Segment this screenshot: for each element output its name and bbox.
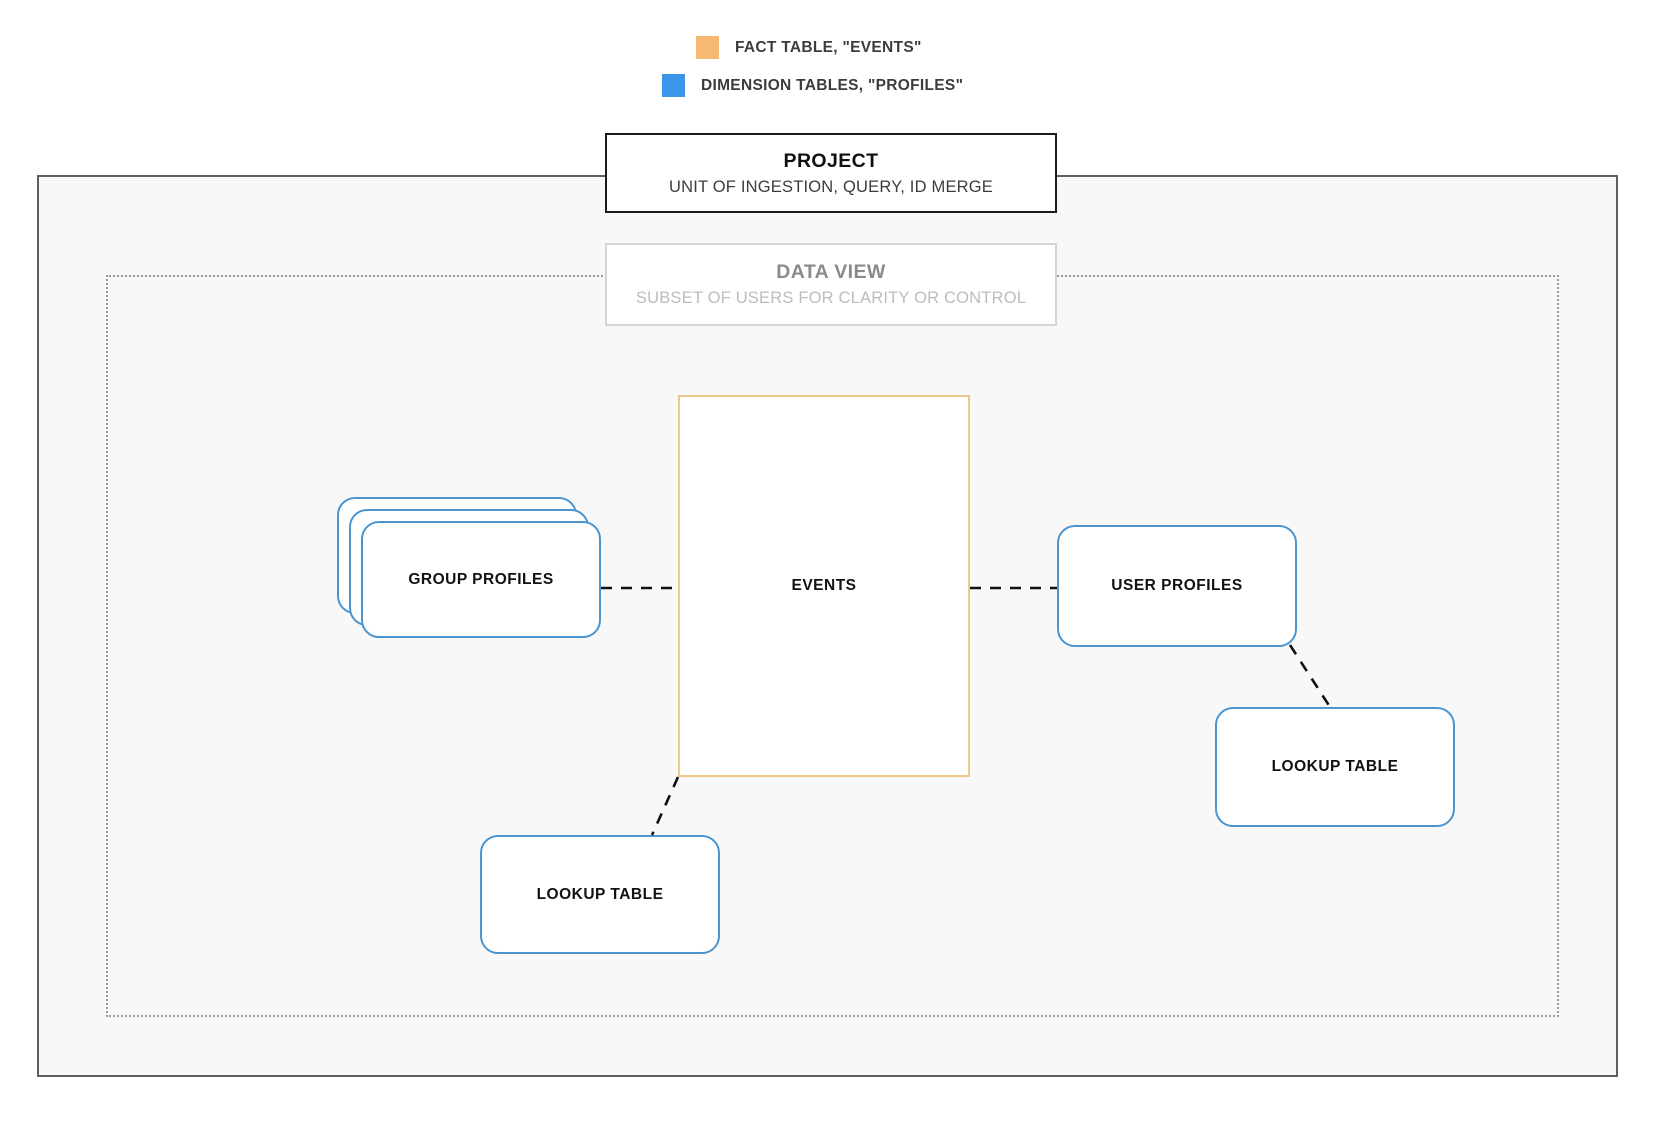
- node-events-label: EVENTS: [791, 577, 857, 594]
- node-user-profiles-label: USER PROFILES: [1111, 577, 1243, 594]
- node-group-profiles-label: GROUP PROFILES: [408, 570, 554, 588]
- legend-item-dimension-tables: DIMENSION TABLES, "PROFILES": [662, 74, 963, 97]
- data-view-title-card: DATA VIEW SUBSET OF USERS FOR CLARITY OR…: [605, 243, 1057, 326]
- orange-square-swatch-icon: [696, 36, 719, 59]
- data-view-subtitle: SUBSET OF USERS FOR CLARITY OR CONTROL: [635, 289, 1027, 307]
- data-view-title: DATA VIEW: [776, 261, 886, 283]
- node-group-profiles[interactable]: GROUP PROFILES: [337, 497, 605, 642]
- node-lookup-table-left[interactable]: LOOKUP TABLE: [480, 835, 720, 954]
- node-lookup-table-right[interactable]: LOOKUP TABLE: [1215, 707, 1455, 827]
- node-lookup-table-right-label: LOOKUP TABLE: [1271, 758, 1399, 775]
- legend-label-fact-table: FACT TABLE, "EVENTS": [735, 38, 922, 56]
- project-subtitle: UNIT OF INGESTION, QUERY, ID MERGE: [668, 177, 993, 196]
- node-user-profiles[interactable]: USER PROFILES: [1057, 525, 1297, 647]
- node-events[interactable]: EVENTS: [678, 395, 970, 777]
- legend-item-fact-table: FACT TABLE, "EVENTS": [696, 36, 922, 59]
- node-lookup-table-left-label: LOOKUP TABLE: [536, 885, 664, 903]
- legend-label-dimension-tables: DIMENSION TABLES, "PROFILES": [701, 76, 964, 94]
- project-title-card: PROJECT UNIT OF INGESTION, QUERY, ID MER…: [605, 133, 1057, 213]
- blue-square-swatch-icon: [662, 74, 685, 97]
- group-profiles-card-front[interactable]: GROUP PROFILES: [361, 521, 601, 638]
- project-title: PROJECT: [783, 149, 879, 172]
